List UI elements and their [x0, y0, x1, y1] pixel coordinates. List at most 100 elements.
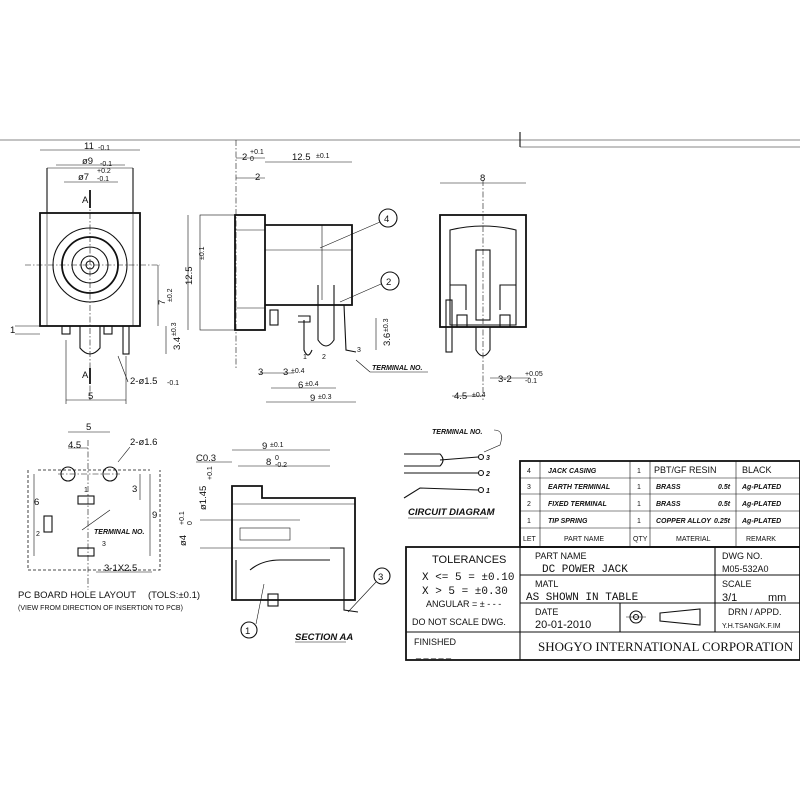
svg-text:0: 0 [187, 521, 194, 525]
finished-value: _ _ _ _ _ [415, 649, 452, 659]
circuit-pin-1: 1 [486, 488, 490, 495]
dim-2: 2 [255, 172, 260, 183]
svg-text:+0.1: +0.1 [250, 149, 264, 156]
sheet-border [0, 132, 800, 148]
svg-text:±0.3: ±0.3 [318, 394, 332, 401]
bom-row: 3 EARTH TERMINAL 1 BRASS 0.5t Ag-PLATED [527, 484, 781, 491]
side-pin-1: 1 [303, 354, 307, 361]
dim-len: 12.5 [292, 152, 311, 163]
svg-text:±0.1: ±0.1 [270, 442, 284, 449]
svg-text:JACK CASING: JACK CASING [548, 468, 597, 475]
svg-text:±0.3: ±0.3 [171, 322, 178, 336]
pcb-slot-left [43, 515, 53, 533]
svg-text:±0.1: ±0.1 [199, 246, 206, 260]
svg-text:4: 4 [527, 468, 531, 475]
drn-value: Y.H.TSANG/K.F.IM [722, 623, 781, 630]
tol-line-3: ANGULAR = ± - - - [426, 599, 501, 609]
dim-7: 7 [157, 300, 168, 305]
svg-text:BLACK: BLACK [742, 465, 772, 475]
pcb-dim-6: 6 [34, 497, 39, 508]
svg-text:1: 1 [637, 518, 641, 525]
svg-text:REMARK: REMARK [746, 536, 776, 543]
tolerances-label: TOLERANCES [432, 554, 506, 566]
dim-2-top: 2 [242, 152, 247, 163]
svg-text:1: 1 [637, 501, 641, 508]
svg-text:COPPER ALLOY: COPPER ALLOY [656, 518, 712, 525]
pcb-slot-bottom [77, 547, 95, 557]
svg-text:-0.1: -0.1 [167, 380, 179, 387]
svg-text:PBT/GF RESIN: PBT/GF RESIN [654, 465, 717, 475]
svg-text:EARTH TERMINAL: EARTH TERMINAL [548, 484, 610, 491]
pcb-title: PC BOARD HOLE LAYOUT [18, 590, 136, 601]
pcb-note: (VIEW FROM DIRECTION OF INSERTION TO PCB… [18, 605, 183, 612]
front-view: 11 -0.1 ø9 -0.1 ø7 +0.2 -0.1 A A 1 7 ±0.… [10, 141, 183, 404]
projection-symbol-icon [626, 608, 701, 626]
svg-text:±0.1: ±0.1 [316, 153, 330, 160]
pcb-dim-9: 9 [152, 510, 157, 521]
drn-label: DRN / APPD. [728, 607, 782, 617]
scale-label: SCALE [722, 579, 752, 589]
end-dim-3-2: 3-2 [498, 374, 512, 385]
circuit-pin-3: 3 [486, 455, 490, 462]
section-mark-a-top: A [82, 195, 89, 206]
sec-callout-1: 1 [245, 626, 250, 637]
part-name: DC POWER JACK [542, 564, 628, 576]
svg-text:±0.2: ±0.2 [167, 288, 174, 302]
svg-text:0: 0 [250, 156, 254, 163]
pcb-tols: (TOLS:±0.1) [148, 590, 200, 601]
pcb-pin-1: 1 [84, 487, 88, 494]
pcb-terminal-no: TERMINAL NO. [94, 529, 144, 536]
dim-1: 1 [10, 325, 15, 336]
svg-text:BRASS: BRASS [656, 501, 681, 508]
svg-text:1: 1 [637, 484, 641, 491]
dim-d7: ø7 [78, 172, 89, 183]
do-not-scale: DO NOT SCALE DWG. [412, 617, 506, 627]
svg-text:1: 1 [637, 468, 641, 475]
svg-text:MATERIAL: MATERIAL [676, 536, 711, 543]
circuit-title: CIRCUIT DIAGRAM [408, 507, 496, 518]
section-title: SECTION AA [295, 632, 353, 643]
bom-table: 4 JACK CASING 1 PBT/GF RESIN BLACK 3 EAR… [519, 460, 800, 548]
section-mark-a-bottom: A [82, 370, 89, 381]
bom-row: 1 TIP SPRING 1 COPPER ALLOY 0.25t Ag-PLA… [527, 518, 781, 525]
svg-text:±0.3: ±0.3 [383, 318, 390, 332]
svg-text:FIXED TERMINAL: FIXED TERMINAL [548, 501, 607, 508]
date-value: 20-01-2010 [535, 619, 591, 631]
dwg-no-label: DWG NO. [722, 551, 763, 561]
dim-holes: 2-ø1.5 [130, 376, 157, 387]
svg-text:+0.2: +0.2 [97, 168, 111, 175]
sec-dim-c03: C0.3 [196, 453, 216, 464]
svg-text:-0.1: -0.1 [97, 176, 109, 183]
callout-2: 2 [386, 277, 391, 288]
svg-text:+0.1: +0.1 [179, 511, 186, 525]
end-view: 8 3-2 +0.05 -0.1 4.5 ±0.4 [439, 173, 543, 402]
side-pin-3: 3 [357, 347, 361, 354]
svg-text:+0.05: +0.05 [525, 371, 543, 378]
matl-label: MATL [535, 579, 558, 589]
dim-5: 5 [88, 391, 93, 402]
finished-label: FINISHED [414, 637, 457, 647]
title-block: TOLERANCES X <= 5 = ±0.10 X > 5 = ±0.30 … [405, 546, 800, 661]
dwg-no: M05-532A0 [722, 564, 769, 574]
callout-4: 4 [384, 214, 389, 225]
section-aa: C0.3 9 ±0.1 8 0 -0.2 ø1.45 +0.1 ø4 +0.1 … [178, 441, 391, 643]
svg-text:-0.1: -0.1 [98, 145, 110, 152]
svg-text:-0.1: -0.1 [525, 378, 537, 385]
tol-line-1: X <= 5 = ±0.10 [422, 572, 514, 584]
svg-text:0.25t: 0.25t [714, 518, 731, 525]
sec-dim-8: 8 [266, 457, 271, 468]
sec-dim-d4: ø4 [178, 535, 189, 546]
svg-text:±0.4: ±0.4 [291, 368, 305, 375]
dim-3-4: 3.4 [172, 337, 183, 350]
pcb-slot-top [77, 495, 95, 505]
dim-width: 11 [84, 141, 94, 152]
dim-6: 6 [298, 380, 303, 391]
pcb-pin-2: 2 [36, 531, 40, 538]
scale-unit: mm [768, 592, 786, 604]
svg-text:QTY: QTY [633, 536, 648, 543]
matl-value: AS SHOWN IN TABLE [526, 592, 639, 604]
svg-text:±0.4: ±0.4 [472, 392, 486, 399]
sec-callout-3: 3 [378, 572, 383, 583]
pcb-dim-slots: 3-1X2.5 [104, 563, 137, 574]
